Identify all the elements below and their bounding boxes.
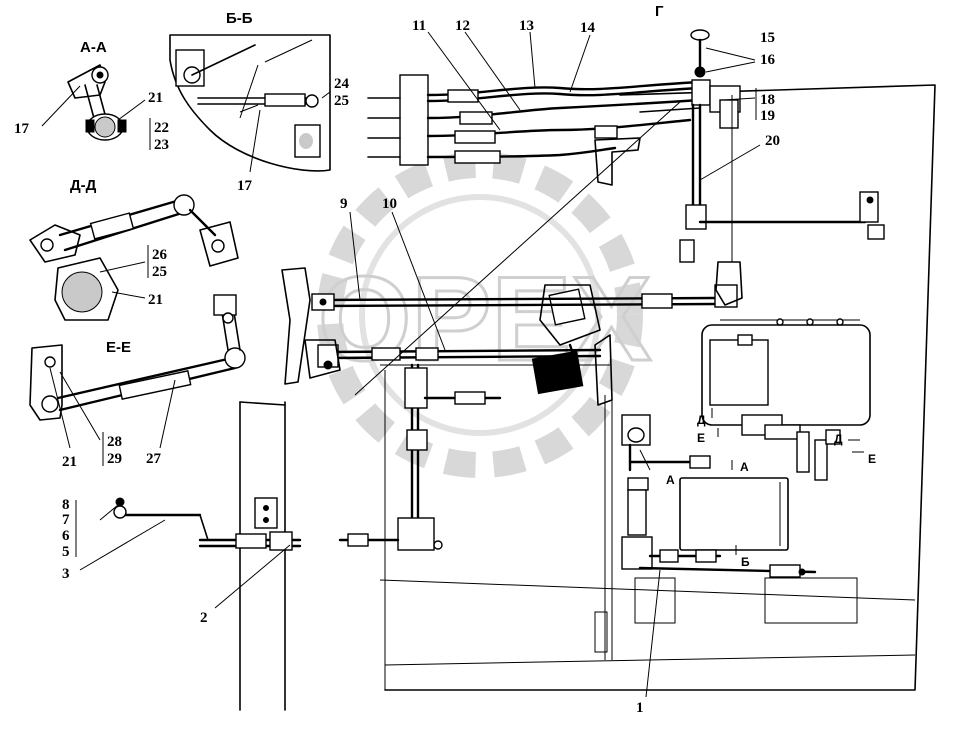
section-ee-detail — [29, 294, 246, 449]
leader-lines — [79, 31, 761, 698]
section-title-ee: Е-Е — [106, 339, 131, 356]
part-label-10: 10 — [382, 196, 397, 212]
part-label-17-bb: 17 — [237, 178, 253, 194]
part-label-25-dd: 25 — [152, 264, 167, 280]
part-label-13: 13 — [519, 18, 534, 34]
part-label-26: 26 — [152, 247, 168, 263]
rod-10 — [304, 339, 602, 379]
part-label-23: 23 — [154, 137, 169, 153]
gearbox-block — [701, 318, 871, 481]
lever-20-node-g — [679, 29, 885, 263]
part-label-16: 16 — [760, 52, 776, 68]
part-label-12: 12 — [455, 18, 470, 34]
rod-9 — [281, 261, 743, 385]
part-label-27: 27 — [146, 451, 162, 467]
section-bb-detail — [169, 34, 331, 173]
lever-3-assembly — [113, 401, 302, 711]
part-label-25-bb: 25 — [334, 93, 349, 109]
part-label-1: 1 — [636, 700, 644, 716]
section-dd-detail — [29, 194, 239, 321]
cut-marker-a-upper: А — [740, 460, 749, 474]
part-label-28: 28 — [107, 434, 122, 450]
part-label-7: 7 — [62, 512, 70, 528]
section-title-bb: Б-Б — [226, 10, 253, 27]
cut-marker-d-right: Д — [834, 432, 843, 446]
part-label-5: 5 — [62, 544, 70, 560]
part-label-2: 2 — [200, 610, 208, 626]
part-label-3: 3 — [62, 566, 70, 582]
cut-marker-d-left: Д — [697, 413, 706, 427]
part-label-14: 14 — [580, 20, 596, 36]
part-label-8: 8 — [62, 497, 70, 513]
group-brackets — [75, 75, 757, 557]
cut-marker-b: Б — [741, 555, 750, 569]
part-label-21-ee: 21 — [62, 454, 77, 470]
vertical-linkage — [338, 363, 502, 551]
part-label-29: 29 — [107, 451, 122, 467]
cut-marker-e-left: Е — [697, 431, 705, 445]
part-label-15: 15 — [760, 30, 775, 46]
watermark-gear — [317, 152, 643, 478]
section-title-dd: Д-Д — [70, 177, 97, 194]
shift-rods-11-14 — [367, 74, 702, 186]
section-arrows — [711, 408, 864, 555]
part-label-6: 6 — [62, 528, 70, 544]
part-label-11: 11 — [412, 18, 426, 34]
section-title-aa: А-А — [80, 39, 107, 56]
part-label-21-aa: 21 — [148, 90, 163, 106]
part-label-22: 22 — [154, 120, 169, 136]
switch-column — [621, 414, 817, 578]
part-label-9: 9 — [340, 196, 348, 212]
watermark-text: OPEX — [318, 252, 651, 386]
part-label-21-dd: 21 — [148, 292, 163, 308]
part-label-18: 18 — [760, 92, 775, 108]
part-label-20: 20 — [765, 133, 780, 149]
part-label-19: 19 — [760, 108, 775, 124]
part-label-24: 24 — [334, 76, 350, 92]
section-aa-detail — [41, 64, 146, 141]
cut-marker-a-lower: А — [666, 473, 675, 487]
section-title-g: Г — [655, 3, 664, 20]
part-label-17-aa: 17 — [14, 121, 30, 137]
cut-marker-e-right: Е — [868, 452, 876, 466]
diagonal-guide-lines — [239, 101, 681, 396]
